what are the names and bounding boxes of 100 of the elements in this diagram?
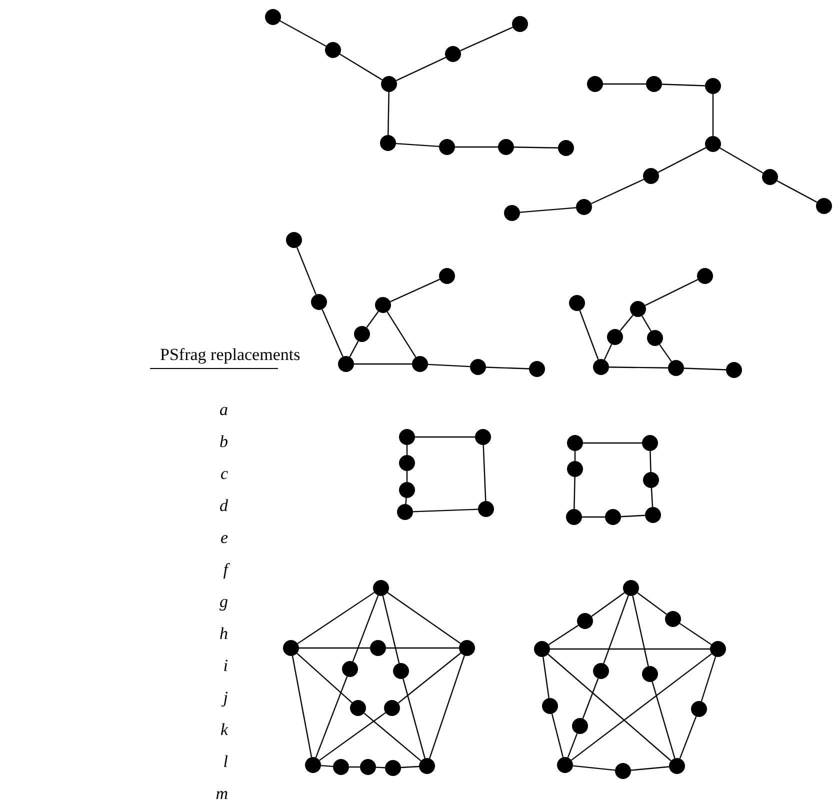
edge-line	[412, 508, 478, 512]
graph-vertex	[762, 169, 778, 185]
edge-line	[299, 647, 370, 649]
edge-line	[349, 766, 360, 768]
graph-vertex	[642, 666, 658, 682]
graph-vertex	[370, 640, 386, 656]
graph-vertex	[665, 611, 681, 627]
edge-line	[292, 656, 312, 758]
graph-vertex	[265, 9, 281, 25]
edge-line	[386, 647, 459, 649]
edge-line	[520, 207, 576, 213]
edge-line	[650, 488, 654, 508]
edge-line	[376, 766, 386, 768]
graph-vertex	[646, 76, 662, 92]
graph-vertex	[475, 429, 491, 445]
edge-line	[776, 180, 818, 203]
graph-vertex	[607, 329, 623, 345]
graph-vertex	[470, 359, 486, 375]
edge-line	[354, 363, 412, 365]
graph-vertex	[558, 140, 574, 156]
edge-line	[315, 676, 348, 758]
graph-vertex	[705, 136, 721, 152]
edge-line	[402, 678, 426, 758]
graph-vertex	[338, 356, 354, 372]
graph-vertex	[342, 661, 358, 677]
edge-line	[429, 655, 465, 759]
edge-line	[396, 56, 446, 82]
edge-line	[405, 498, 407, 504]
edge-line	[406, 445, 408, 455]
edge-line	[620, 514, 646, 518]
edge-line	[548, 654, 672, 762]
graph-vertex	[350, 700, 366, 716]
graph-vertex	[593, 359, 609, 375]
graph-vertex	[286, 232, 302, 248]
graph-vertex	[697, 268, 713, 284]
edge-line	[574, 451, 576, 461]
graph-vertex	[512, 16, 528, 32]
variable-label: b	[220, 432, 228, 452]
graph-vertex	[419, 758, 435, 774]
graph-vertex	[311, 294, 327, 310]
edge-line	[340, 54, 382, 80]
graph-vertex	[726, 362, 742, 378]
graph-vertex	[643, 472, 659, 488]
graph-vertex	[325, 42, 341, 58]
graph-vertex	[354, 326, 370, 342]
graph-vertex	[643, 168, 659, 184]
graph-vertex	[498, 139, 514, 155]
graph-vertex	[557, 757, 573, 773]
graph-vertex	[623, 580, 639, 596]
graph-vertex	[445, 46, 461, 62]
edge-line	[387, 592, 461, 644]
edge-line	[579, 310, 599, 360]
variable-label: c	[220, 464, 228, 484]
graph-vertex	[615, 763, 631, 779]
graph-vertex	[645, 507, 661, 523]
edge-line	[460, 26, 513, 52]
edge-line	[322, 309, 344, 357]
graph-vertex	[459, 640, 475, 656]
edge-line	[514, 146, 558, 148]
edge-line	[637, 592, 667, 615]
edge-line	[406, 471, 408, 482]
graph-vertex	[360, 759, 376, 775]
edge-line	[630, 766, 670, 771]
edge-line	[662, 84, 706, 86]
edge-line	[388, 92, 390, 136]
graph-vertex	[439, 268, 455, 284]
graph-vertex	[381, 76, 397, 92]
edge-line	[620, 314, 634, 332]
edge-line	[582, 678, 599, 719]
graph-vertex	[478, 501, 494, 517]
graph-vertex	[399, 455, 415, 471]
edge-line	[652, 682, 676, 758]
edge-line	[567, 733, 578, 758]
graph-vertex	[399, 482, 415, 498]
graph-vertex	[397, 504, 413, 520]
graph-vertex	[577, 613, 593, 629]
edge-line	[650, 450, 652, 472]
edge-line	[609, 366, 668, 368]
edge-line	[398, 652, 462, 704]
graph-vertex	[399, 429, 415, 445]
edge-line	[382, 596, 400, 664]
graph-vertex	[542, 698, 558, 714]
edge-line	[297, 592, 375, 644]
graph-vertex	[439, 139, 455, 155]
variable-label: k	[220, 720, 228, 740]
edge-line	[644, 279, 698, 306]
graph-vertex	[567, 435, 583, 451]
graph-vertex	[566, 509, 582, 525]
variable-label: l	[223, 752, 228, 772]
edge-line	[720, 148, 764, 174]
graph-vertex	[529, 361, 545, 377]
edge-line	[604, 344, 612, 360]
graph-vertex	[710, 641, 726, 657]
graph-vertex	[504, 205, 520, 221]
variable-label: j	[223, 688, 228, 708]
edge-line	[658, 147, 706, 173]
edge-line	[352, 595, 379, 662]
edge-line	[574, 476, 576, 510]
edge-line	[583, 442, 642, 444]
variable-label: e	[220, 528, 228, 548]
